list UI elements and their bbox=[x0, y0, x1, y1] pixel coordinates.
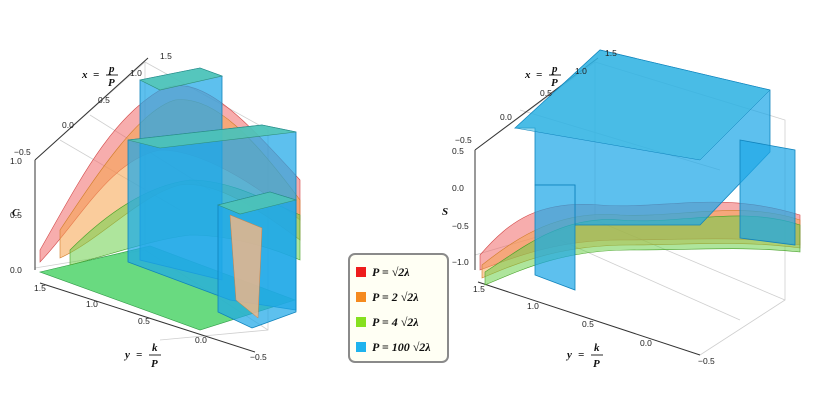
z-tick: 1.0 bbox=[10, 156, 22, 166]
right-y-ticks: 1.5 1.0 0.5 0.0 −0.5 bbox=[473, 284, 715, 366]
svg-text:y: y bbox=[565, 349, 572, 361]
svg-text:k: k bbox=[594, 342, 600, 354]
legend-swatch bbox=[356, 267, 366, 277]
svg-text:x: x bbox=[524, 69, 531, 81]
x-tick: 0.5 bbox=[540, 88, 552, 98]
legend-item: P = √2λ bbox=[356, 263, 410, 281]
legend-item: P = 4 √2λ bbox=[356, 313, 419, 331]
z-tick: 0.0 bbox=[452, 183, 464, 193]
left-orange-spike bbox=[229, 214, 263, 319]
svg-text:p: p bbox=[108, 63, 115, 75]
z-axis-label: S bbox=[442, 206, 448, 218]
right-y-axis-label: y = k P bbox=[565, 342, 603, 370]
z-tick: −1.0 bbox=[452, 257, 469, 267]
x-tick: −0.5 bbox=[14, 147, 31, 157]
svg-text:p: p bbox=[551, 63, 558, 75]
left-z-ticks: 1.0 0.5 0.0 bbox=[10, 156, 22, 275]
y-tick: 1.0 bbox=[527, 301, 539, 311]
legend-swatch bbox=[356, 317, 366, 327]
y-tick: −0.5 bbox=[250, 352, 267, 362]
legend: P = √2λ P = 2 √2λ P = 4 √2λ P = 100 √2λ bbox=[348, 253, 449, 363]
y-tick: 1.5 bbox=[34, 283, 46, 293]
svg-text:P: P bbox=[551, 77, 558, 89]
x-tick: 1.5 bbox=[160, 51, 172, 61]
svg-text:y: y bbox=[123, 349, 130, 361]
svg-text:P: P bbox=[151, 358, 158, 370]
y-tick: 1.5 bbox=[473, 284, 485, 294]
y-tick: −0.5 bbox=[698, 356, 715, 366]
left-x-ticks: −0.5 0.0 0.5 1.0 1.5 bbox=[14, 51, 172, 157]
x-tick: 0.0 bbox=[500, 112, 512, 122]
legend-label: P = 100 √2λ bbox=[372, 339, 431, 354]
legend-label: P = 2 √2λ bbox=[372, 289, 419, 304]
x-tick: 0.5 bbox=[98, 95, 110, 105]
x-tick: 1.5 bbox=[605, 48, 617, 58]
legend-item: P = 100 √2λ bbox=[356, 338, 431, 356]
legend-label: P = √2λ bbox=[372, 264, 410, 279]
x-tick: 1.0 bbox=[575, 66, 587, 76]
left-y-ticks: 1.5 1.0 0.5 0.0 −0.5 bbox=[34, 283, 267, 362]
svg-text:P: P bbox=[108, 77, 115, 89]
left-y-axis-label: y = k P bbox=[123, 342, 161, 370]
svg-text:=: = bbox=[93, 69, 99, 81]
x-tick: 1.0 bbox=[130, 68, 142, 78]
svg-text:=: = bbox=[578, 349, 584, 361]
right-plot: 0.5 0.0 −0.5 −1.0 −0.5 0.0 0.5 1.0 1.5 1… bbox=[442, 48, 801, 370]
left-steps-tops bbox=[127, 67, 298, 215]
right-blue-plateau bbox=[513, 49, 796, 291]
z-tick: −0.5 bbox=[452, 221, 469, 231]
y-tick: 0.5 bbox=[138, 316, 150, 326]
y-tick: 0.0 bbox=[640, 338, 652, 348]
right-x-axis-label: x = p P bbox=[524, 63, 561, 89]
left-plot: 1.0 0.5 0.0 −0.5 0.0 0.5 1.0 1.5 1.5 1.0… bbox=[10, 51, 301, 370]
z-tick: 0.0 bbox=[10, 265, 22, 275]
z-tick: 0.5 bbox=[10, 210, 22, 220]
right-z-ticks: 0.5 0.0 −0.5 −1.0 bbox=[452, 146, 469, 267]
svg-text:=: = bbox=[536, 69, 542, 81]
legend-swatch bbox=[356, 342, 366, 352]
z-axis-label: C bbox=[12, 207, 20, 219]
y-tick: 0.0 bbox=[195, 335, 207, 345]
x-tick: 0.0 bbox=[62, 120, 74, 130]
svg-text:P: P bbox=[593, 358, 600, 370]
legend-item: P = 2 √2λ bbox=[356, 288, 419, 306]
y-tick: 0.5 bbox=[582, 319, 594, 329]
legend-label: P = 4 √2λ bbox=[372, 314, 419, 329]
x-tick: −0.5 bbox=[455, 135, 472, 145]
left-box-edges bbox=[34, 57, 256, 353]
y-tick: 1.0 bbox=[86, 299, 98, 309]
z-tick: 0.5 bbox=[452, 146, 464, 156]
svg-text:k: k bbox=[152, 342, 158, 354]
left-x-axis-label: x = p P bbox=[81, 63, 118, 89]
svg-text:=: = bbox=[136, 349, 142, 361]
svg-text:x: x bbox=[81, 69, 88, 81]
legend-swatch bbox=[356, 292, 366, 302]
right-x-ticks: −0.5 0.0 0.5 1.0 1.5 bbox=[455, 48, 617, 145]
